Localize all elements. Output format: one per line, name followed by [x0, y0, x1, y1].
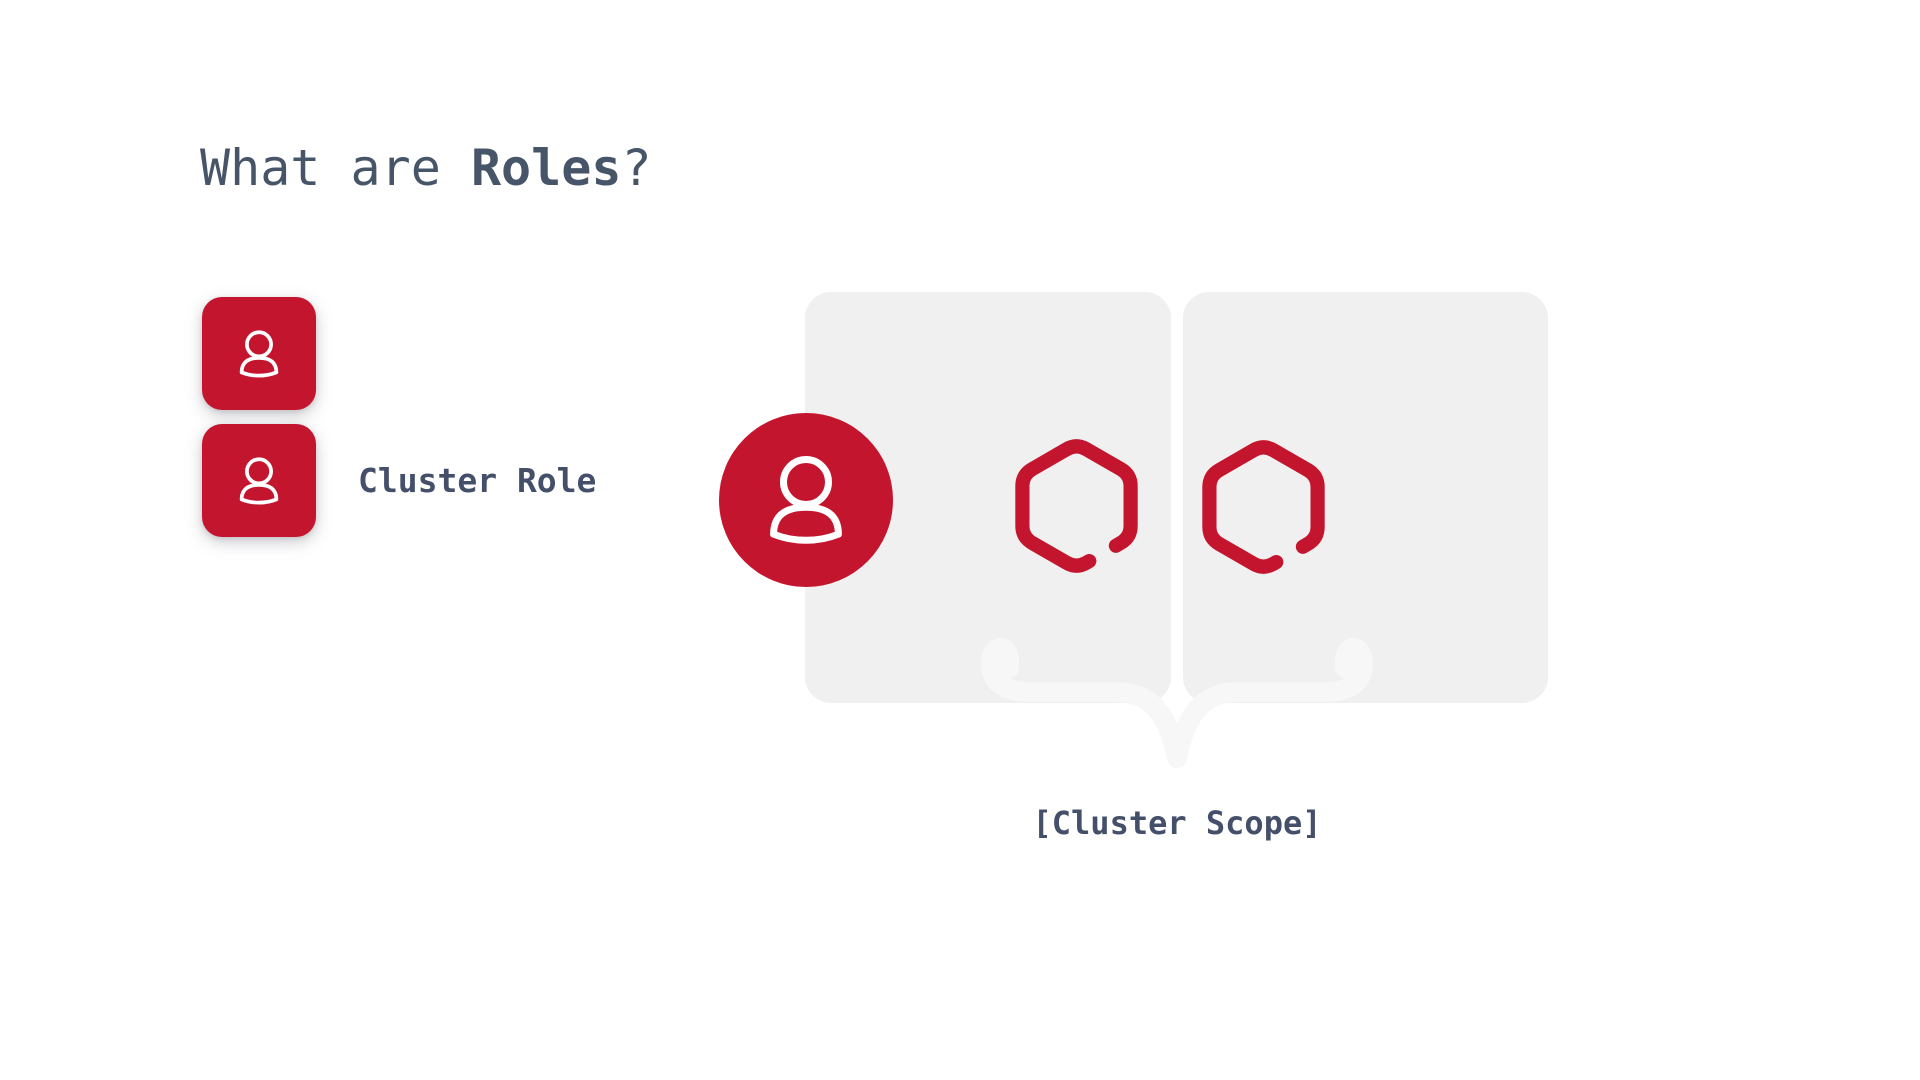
- title-emphasis: Roles: [470, 139, 622, 197]
- user-icon: [239, 329, 279, 378]
- user-icon: [239, 456, 279, 505]
- cluster-role-label: Cluster Role: [358, 461, 597, 500]
- hexagon-node-icon: [1202, 440, 1325, 574]
- user-icon: [752, 446, 860, 554]
- page-title: What are Roles?: [200, 138, 652, 198]
- cluster-panel-right: [1183, 292, 1548, 703]
- cluster-role-badge: [202, 424, 316, 537]
- user-circle-badge: [719, 413, 893, 587]
- title-prefix: What are: [200, 139, 471, 197]
- title-suffix: ?: [621, 139, 652, 197]
- role-badge: [202, 297, 316, 410]
- underbrace-icon: [981, 638, 1373, 768]
- cluster-scope-label: [Cluster Scope]: [1032, 804, 1322, 842]
- hexagon-node-icon: [1015, 439, 1138, 573]
